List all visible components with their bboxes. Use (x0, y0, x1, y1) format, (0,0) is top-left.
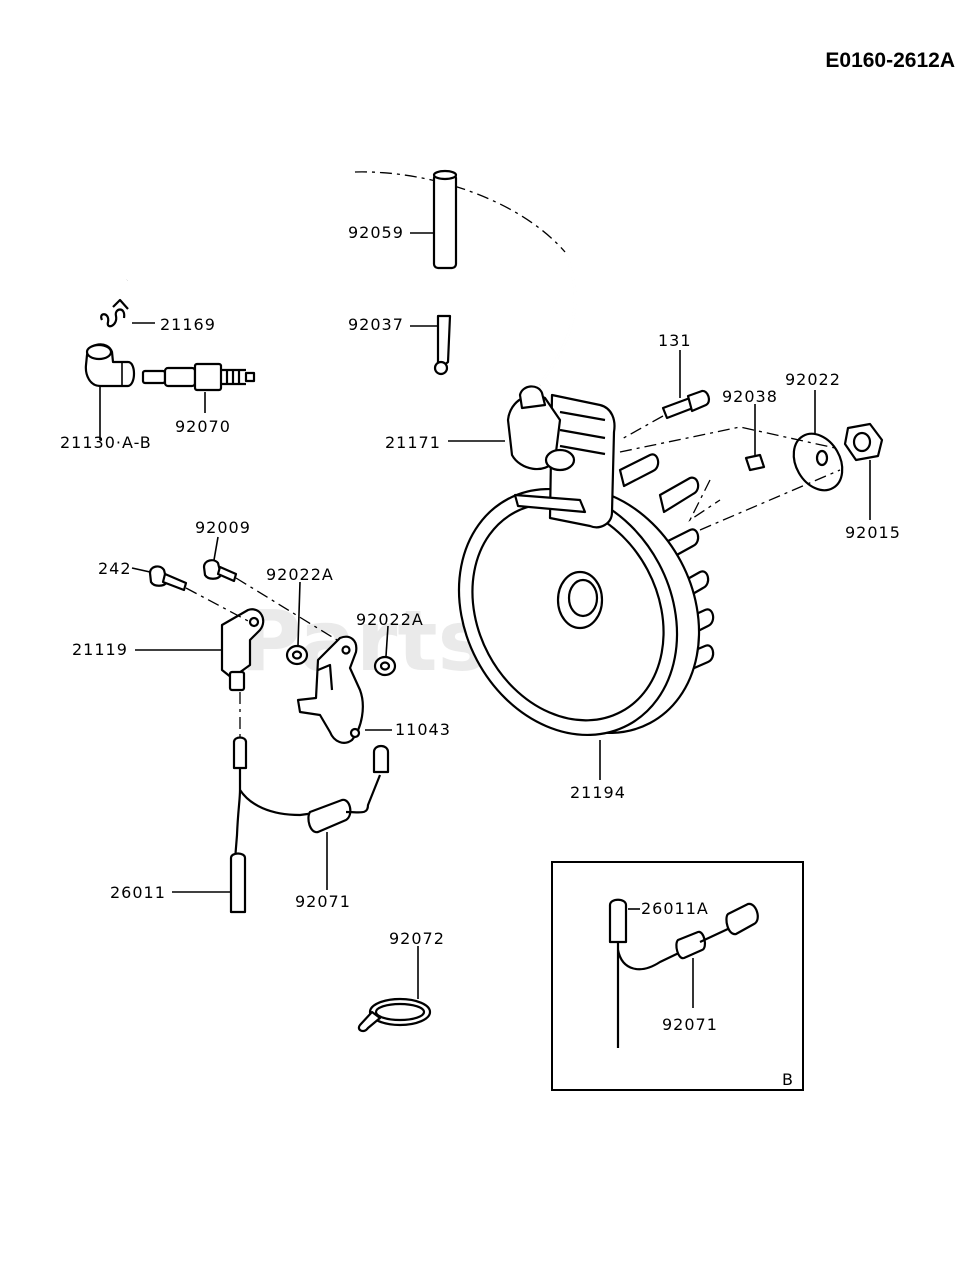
clip-92037 (433, 314, 452, 376)
diagram-code: E0160-2612A (825, 49, 955, 72)
flywheel-21194 (457, 453, 715, 737)
bracket-11043 (296, 635, 364, 744)
high-tension-lead (125, 170, 577, 386)
label-92072: 92072 (389, 929, 445, 948)
label-92037: 92037 (348, 315, 404, 334)
nut-92015 (843, 422, 884, 462)
igniter-21119 (220, 608, 265, 692)
ignition-coil-21171 (506, 385, 616, 529)
label-92071: 92071 (295, 892, 351, 911)
clamp-92072 (357, 997, 432, 1033)
key-92038 (744, 453, 766, 472)
washer-92022a-1 (285, 644, 309, 666)
label-11043: 11043 (395, 720, 451, 739)
label-92071-inset: 92071 (662, 1015, 718, 1034)
inset-tag: B (782, 1070, 794, 1089)
spark-plug-92070 (141, 362, 256, 392)
label-242: 242 (98, 559, 132, 578)
label-26011: 26011 (110, 883, 166, 902)
plug-cap-21130 (84, 343, 136, 388)
label-21171: 21171 (385, 433, 441, 452)
label-92059: 92059 (348, 223, 404, 242)
label-92022a-2: 92022A (356, 610, 424, 629)
screw-92009 (202, 559, 238, 583)
tube-92059 (432, 169, 458, 270)
label-131: 131 (658, 331, 692, 350)
label-92015: 92015 (845, 523, 901, 542)
label-21130: 21130·A-B (60, 433, 152, 452)
label-92070: 92070 (175, 417, 231, 436)
label-92022: 92022 (785, 370, 841, 389)
label-92038: 92038 (722, 387, 778, 406)
washer-92022a-2 (373, 655, 397, 677)
label-92022a-1: 92022A (266, 565, 334, 584)
wire-harness (229, 736, 390, 914)
bolt-131 (661, 389, 711, 420)
inset-b: B (551, 861, 804, 1091)
label-21194: 21194 (570, 783, 626, 802)
label-92009: 92009 (195, 518, 251, 537)
label-21169: 21169 (160, 315, 216, 334)
spring-21169 (100, 298, 129, 328)
washer-92022 (792, 432, 844, 492)
label-26011a: 26011A (641, 899, 709, 918)
label-21119: 21119 (72, 640, 128, 659)
bolt-242 (148, 565, 188, 592)
